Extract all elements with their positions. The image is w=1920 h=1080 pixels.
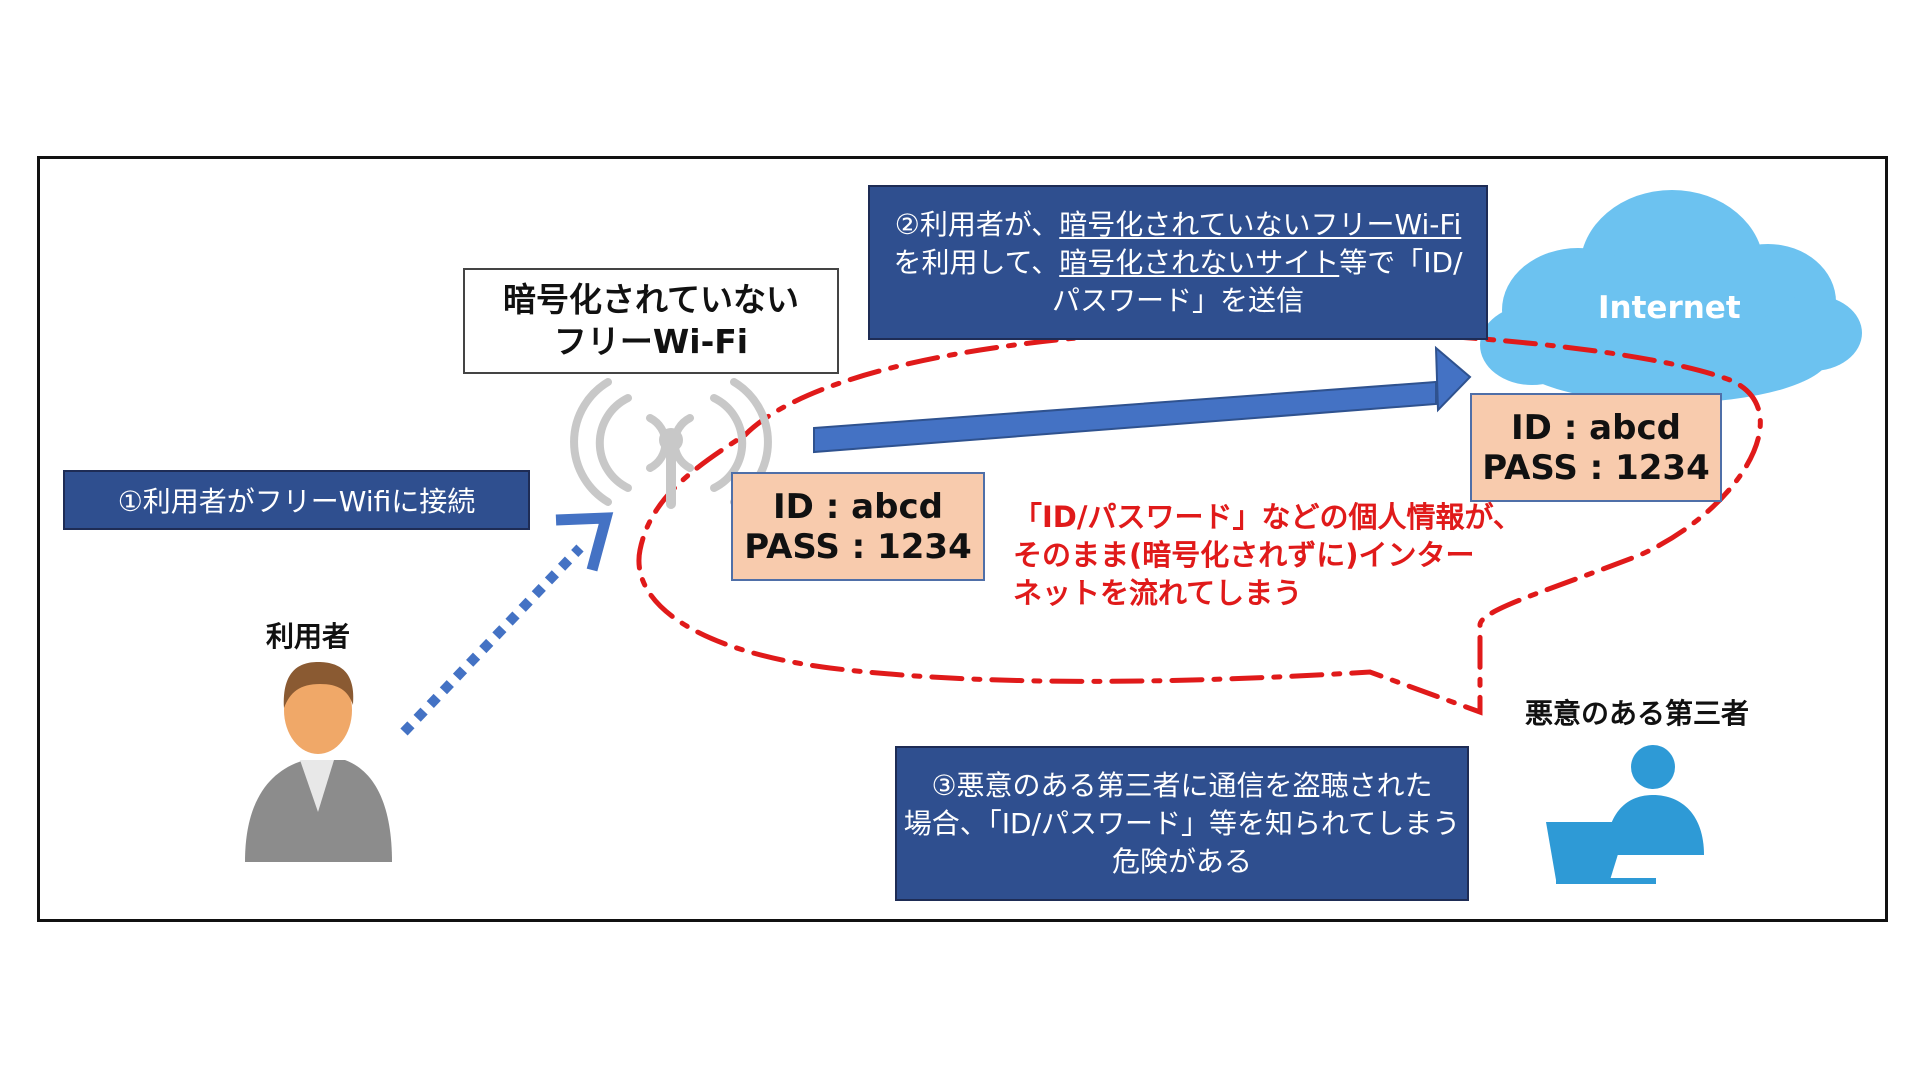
step1-text: ①利用者がフリーWifiに接続: [117, 485, 476, 518]
user-label: 利用者: [266, 620, 351, 653]
step3-message: ③悪意のある第三者に通信を盗聴された 場合、「ID/パスワード」等を知られてしま…: [895, 746, 1469, 901]
warning-text: 「ID/パスワード」などの個人情報が、 そのまま(暗号化されずに)インター ネッ…: [1013, 498, 1522, 612]
credentials-sent-id: ID : abcd: [773, 486, 943, 527]
step3-line3: 危険がある: [1111, 844, 1252, 878]
step2-line2: を利用して、暗号化されないサイト等で「ID/: [893, 245, 1463, 279]
step3-line1: ③悪意のある第三者に通信を盗聴された: [931, 768, 1433, 802]
wifi-label: 暗号化されていない フリーWi-Fi: [463, 268, 839, 374]
internet-cloud-icon: [1480, 190, 1862, 403]
step2-line3: パスワード」を送信: [1051, 283, 1304, 317]
internet-label: Internet: [1598, 290, 1741, 326]
step1-label: ①利用者がフリーWifiに接続: [63, 470, 530, 530]
credentials-internet: ID : abcd PASS : 1234: [1470, 393, 1722, 502]
connect-arrow: [400, 544, 584, 736]
send-arrow: [813, 345, 1472, 454]
warning-line1: 「ID/パスワード」などの個人情報が、: [1013, 500, 1522, 534]
connect-arrow-head: [555, 512, 614, 572]
wifi-label-line2: フリーWi-Fi: [553, 322, 749, 361]
attacker-icon: [1546, 745, 1704, 884]
credentials-internet-id: ID : abcd: [1511, 407, 1681, 448]
credentials-sent: ID : abcd PASS : 1234: [731, 472, 985, 581]
step2-line1: ②利用者が、暗号化されていないフリーWi-Fi: [894, 207, 1462, 241]
warning-line2: そのまま(暗号化されずに)インター: [1013, 538, 1475, 572]
credentials-sent-pass: PASS : 1234: [744, 526, 972, 567]
step2-message: ②利用者が、暗号化されていないフリーWi-Fi を利用して、暗号化されないサイト…: [868, 185, 1488, 340]
credentials-internet-pass: PASS : 1234: [1482, 447, 1710, 488]
step3-line2: 場合、「ID/パスワード」等を知られてしまう: [903, 806, 1461, 840]
attacker-label: 悪意のある第三者: [1525, 697, 1750, 730]
warning-line3: ネットを流れてしまう: [1013, 576, 1303, 610]
wifi-antenna-icon: [570, 378, 772, 509]
diagram-frame: [37, 156, 1888, 922]
wifi-label-line1: 暗号化されていない: [502, 280, 799, 319]
user-avatar-icon: [245, 662, 392, 862]
